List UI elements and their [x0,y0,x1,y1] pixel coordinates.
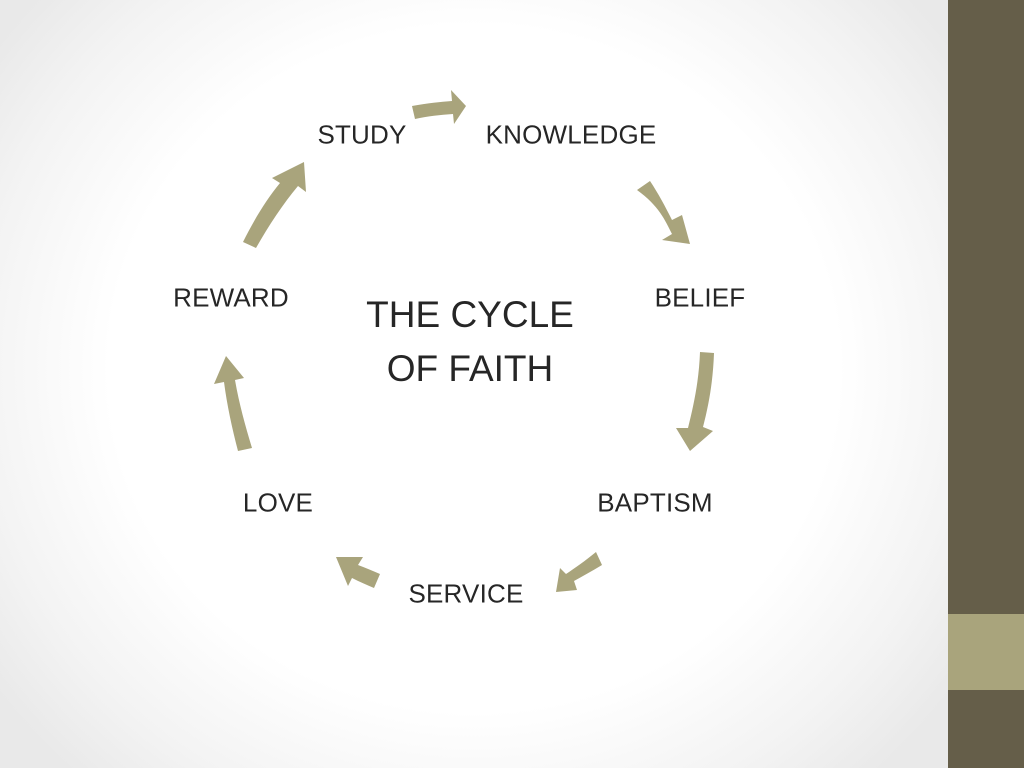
arrow-reward-to-study-icon [243,162,306,248]
arrow-knowledge-to-belief-icon [637,181,690,244]
diagram-title-line-2: OF FAITH [386,348,554,389]
cycle-arrows [214,90,714,592]
node-belief: BELIEF [654,282,746,313]
diagram-title: THE CYCLE OF FAITH [340,288,600,396]
arrow-belief-to-baptism-icon [676,352,714,451]
diagram-title-line-1: THE CYCLE [366,294,574,335]
arrow-service-to-love-icon [336,557,380,588]
node-love: LOVE [242,487,314,518]
node-knowledge: KNOWLEDGE [485,119,657,150]
side-decoration-accent [948,614,1024,690]
slide-background [0,0,948,768]
node-study: STUDY [317,119,407,150]
arrow-love-to-reward-icon [214,356,252,451]
node-baptism: BAPTISM [597,487,713,518]
arrow-baptism-to-service-icon [556,552,602,592]
node-service: SERVICE [408,578,524,609]
node-reward: REWARD [173,282,289,313]
arrow-study-to-knowledge-icon [412,90,466,124]
